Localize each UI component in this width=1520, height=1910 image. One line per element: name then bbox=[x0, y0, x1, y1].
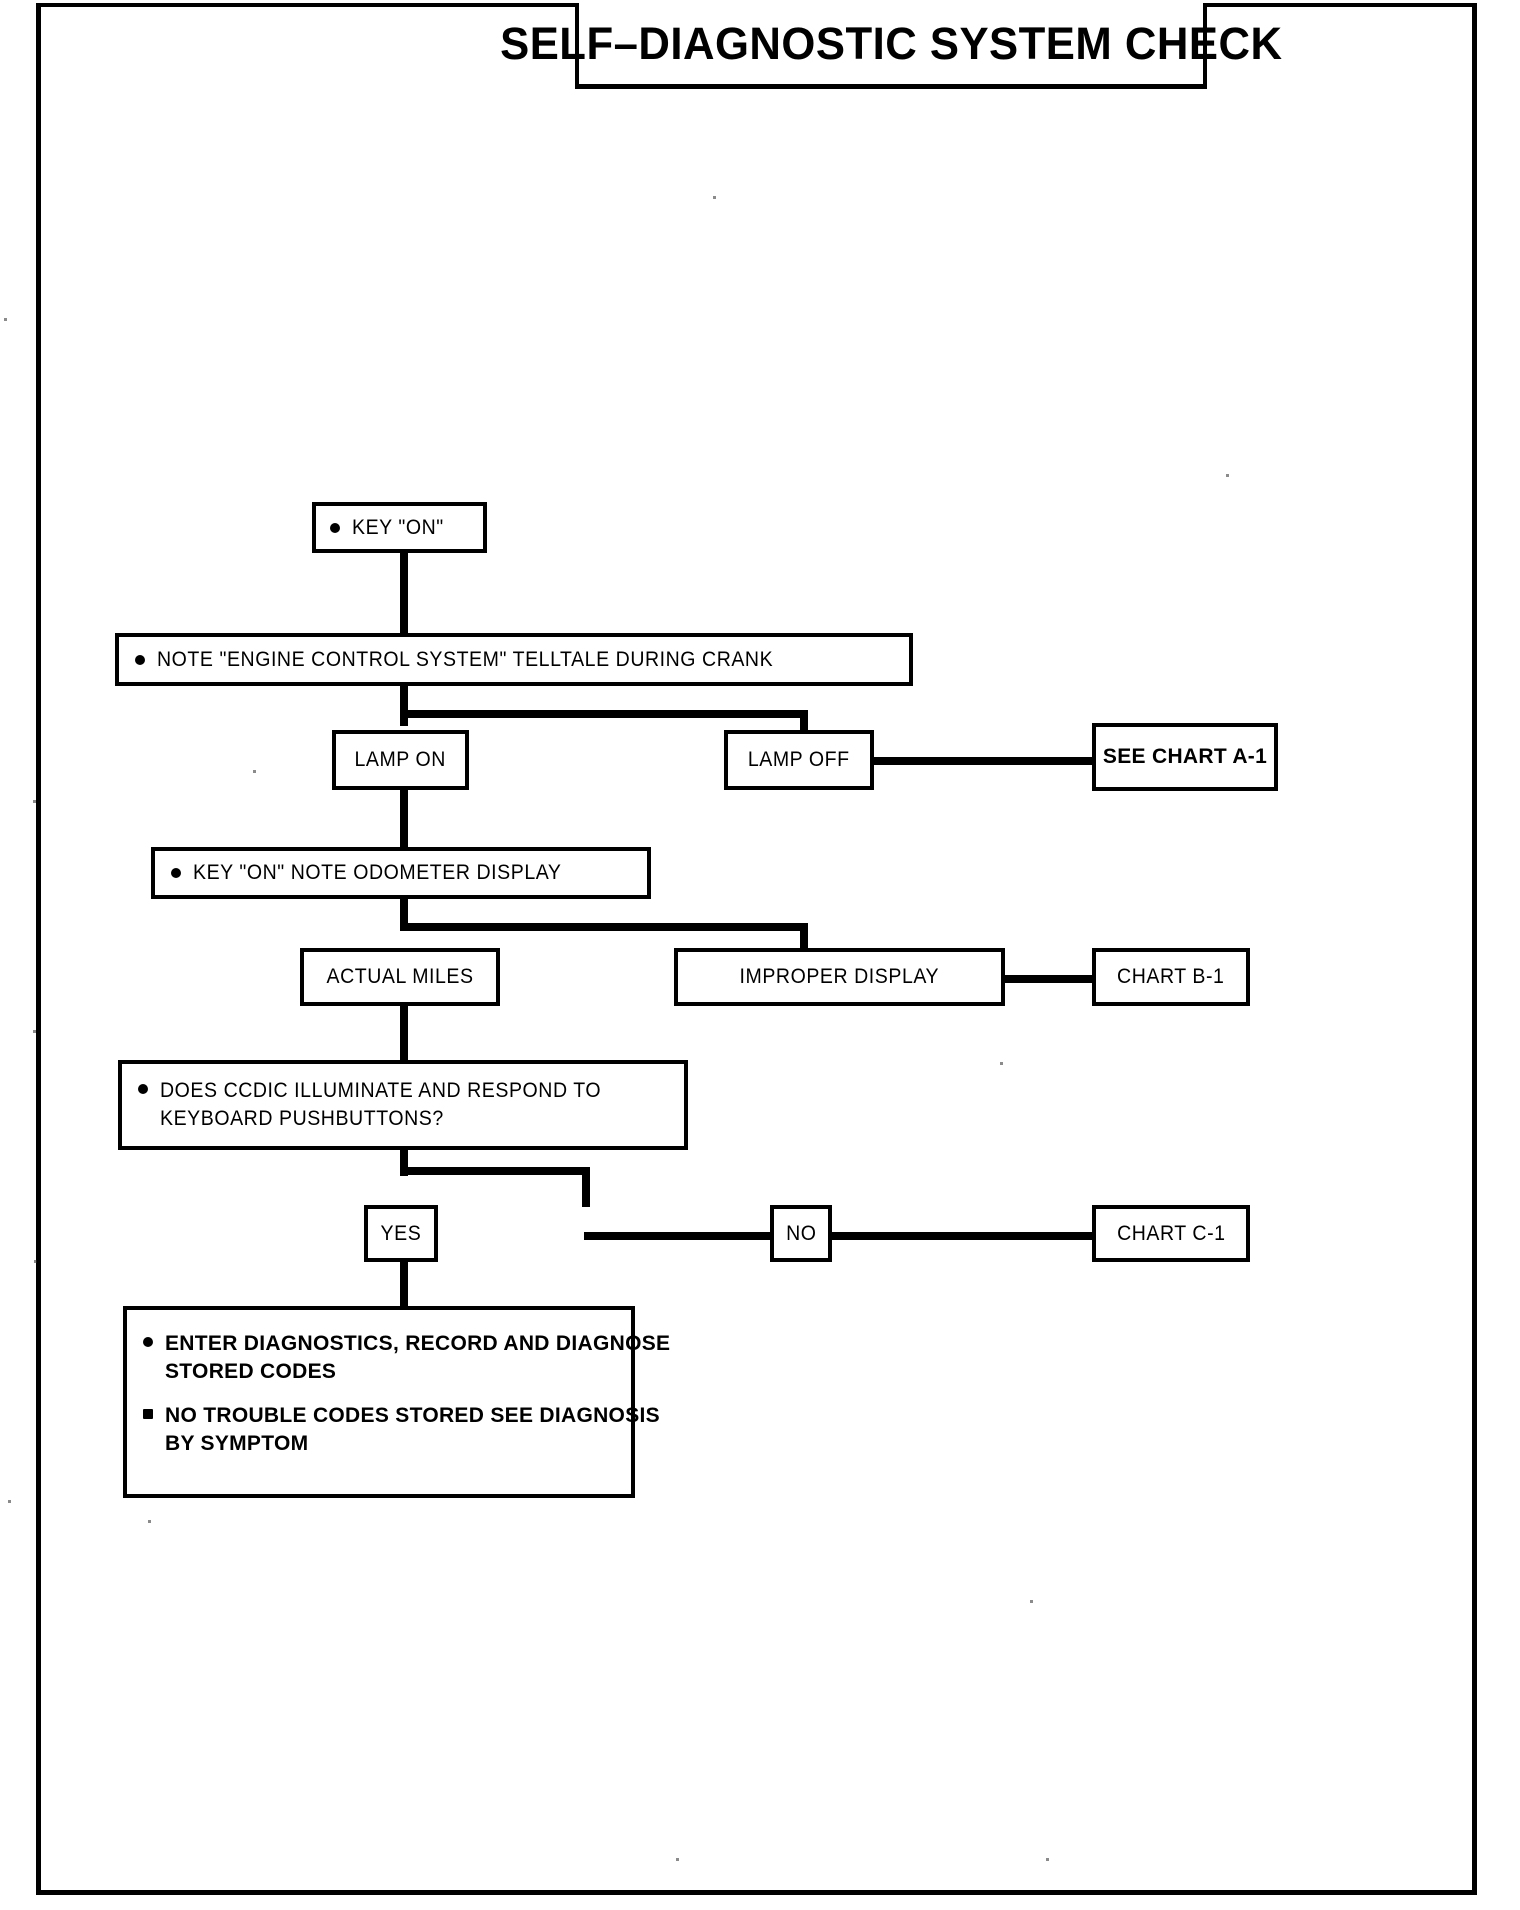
scan-speck bbox=[1000, 1062, 1003, 1065]
connector-telltale-branch-bar bbox=[400, 710, 808, 718]
scan-speck bbox=[33, 1030, 36, 1033]
connector-actualmiles-to-ccdic bbox=[400, 1004, 408, 1064]
connector-improper-to-chartb1 bbox=[1004, 975, 1094, 983]
node-improper-display[interactable]: IMPROPER DISPLAY bbox=[674, 948, 1005, 1006]
result-item-2-line1: NO TROUBLE CODES STORED SEE DIAGNOSIS bbox=[165, 1404, 660, 1428]
scan-speck bbox=[4, 318, 7, 321]
bullet-icon bbox=[138, 1084, 148, 1094]
node-chart-c1[interactable]: CHART C-1 bbox=[1092, 1205, 1250, 1262]
node-lamp-off[interactable]: LAMP OFF bbox=[724, 730, 874, 790]
scan-speck bbox=[148, 1520, 151, 1523]
node-result-box[interactable]: ENTER DIAGNOSTICS, RECORD AND DIAGNOSE S… bbox=[123, 1306, 670, 1498]
connector-lampon-to-odometer bbox=[400, 790, 408, 850]
node-chart-b1-label: CHART B-1 bbox=[1117, 965, 1225, 989]
node-no[interactable]: NO bbox=[770, 1205, 832, 1262]
bullet-icon bbox=[135, 654, 145, 665]
node-key-on-label: KEY "ON" bbox=[352, 515, 444, 539]
scan-speck bbox=[253, 770, 256, 773]
node-yes-label: YES bbox=[380, 1221, 422, 1245]
bullet-icon bbox=[143, 1337, 153, 1347]
scan-speck bbox=[34, 1260, 37, 1263]
bullet-square-icon bbox=[143, 1409, 153, 1420]
node-ccdic-question-line1: DOES CCDIC ILLUMINATE AND RESPOND TO bbox=[160, 1079, 602, 1102]
result-item-1-line2: STORED CODES bbox=[165, 1360, 337, 1384]
connector-branch-to-improper bbox=[800, 923, 808, 950]
scan-speck bbox=[1226, 474, 1229, 477]
node-see-chart-a1[interactable]: SEE CHART A-1 bbox=[1092, 723, 1278, 791]
scan-speck bbox=[1030, 1600, 1033, 1603]
node-key-on-odometer-label: KEY "ON" NOTE ODOMETER DISPLAY bbox=[193, 861, 562, 885]
node-improper-display-label: IMPROPER DISPLAY bbox=[739, 965, 940, 989]
node-lamp-off-label: LAMP OFF bbox=[748, 748, 850, 772]
connector-no-to-chartc1 bbox=[584, 1232, 1096, 1240]
result-item-1: ENTER DIAGNOSTICS, RECORD AND DIAGNOSE S… bbox=[143, 1330, 670, 1386]
scan-speck bbox=[8, 1500, 11, 1503]
title-banner: SELF–DIAGNOSTIC SYSTEM CHECK bbox=[500, 3, 1282, 89]
node-note-telltale[interactable]: NOTE "ENGINE CONTROL SYSTEM" TELLTALE DU… bbox=[115, 633, 913, 686]
page-title: SELF–DIAGNOSTIC SYSTEM CHECK bbox=[499, 17, 1283, 69]
connector-ccdic-down bbox=[400, 1148, 408, 1176]
node-ccdic-question-line2: KEYBOARD PUSHBUTTONS? bbox=[160, 1106, 444, 1130]
node-chart-c1-label: CHART C-1 bbox=[1116, 1221, 1226, 1245]
node-lamp-on-label: LAMP ON bbox=[354, 748, 447, 772]
node-see-chart-a1-label: SEE CHART A-1 bbox=[1102, 744, 1268, 768]
node-chart-b1[interactable]: CHART B-1 bbox=[1092, 948, 1250, 1006]
connector-branch-to-lampoff bbox=[800, 710, 808, 732]
node-key-on[interactable]: KEY "ON" bbox=[312, 502, 487, 553]
result-item-1-line1: ENTER DIAGNOSTICS, RECORD AND DIAGNOSE bbox=[165, 1332, 671, 1355]
result-item-2-line2: BY SYMPTOM bbox=[165, 1432, 309, 1456]
scan-speck bbox=[713, 196, 716, 199]
connector-ccdic-branch-bar bbox=[400, 1167, 590, 1175]
node-ccdic-question[interactable]: DOES CCDIC ILLUMINATE AND RESPOND TO KEY… bbox=[118, 1060, 688, 1150]
node-note-telltale-label: NOTE "ENGINE CONTROL SYSTEM" TELLTALE DU… bbox=[157, 647, 774, 671]
bullet-icon bbox=[171, 868, 181, 878]
connector-branch-to-no bbox=[582, 1167, 590, 1207]
connector-keyon-to-telltale bbox=[400, 550, 408, 638]
scan-speck bbox=[33, 800, 36, 803]
node-lamp-on[interactable]: LAMP ON bbox=[332, 730, 469, 790]
node-key-on-odometer[interactable]: KEY "ON" NOTE ODOMETER DISPLAY bbox=[151, 847, 651, 899]
bullet-icon bbox=[330, 522, 340, 533]
connector-odometer-down bbox=[400, 894, 408, 930]
result-item-2: NO TROUBLE CODES STORED SEE DIAGNOSIS BY… bbox=[143, 1402, 660, 1458]
connector-telltale-down bbox=[400, 684, 408, 726]
scan-speck bbox=[1046, 1858, 1049, 1861]
connector-yes-to-result bbox=[400, 1260, 408, 1312]
node-actual-miles-label: ACTUAL MILES bbox=[326, 965, 474, 989]
node-no-label: NO bbox=[785, 1221, 817, 1245]
connector-odometer-branch-bar bbox=[400, 923, 808, 931]
connector-lampoff-to-charta1 bbox=[873, 757, 1094, 765]
scan-speck bbox=[676, 1858, 679, 1861]
node-yes[interactable]: YES bbox=[364, 1205, 438, 1262]
node-actual-miles[interactable]: ACTUAL MILES bbox=[300, 948, 500, 1006]
